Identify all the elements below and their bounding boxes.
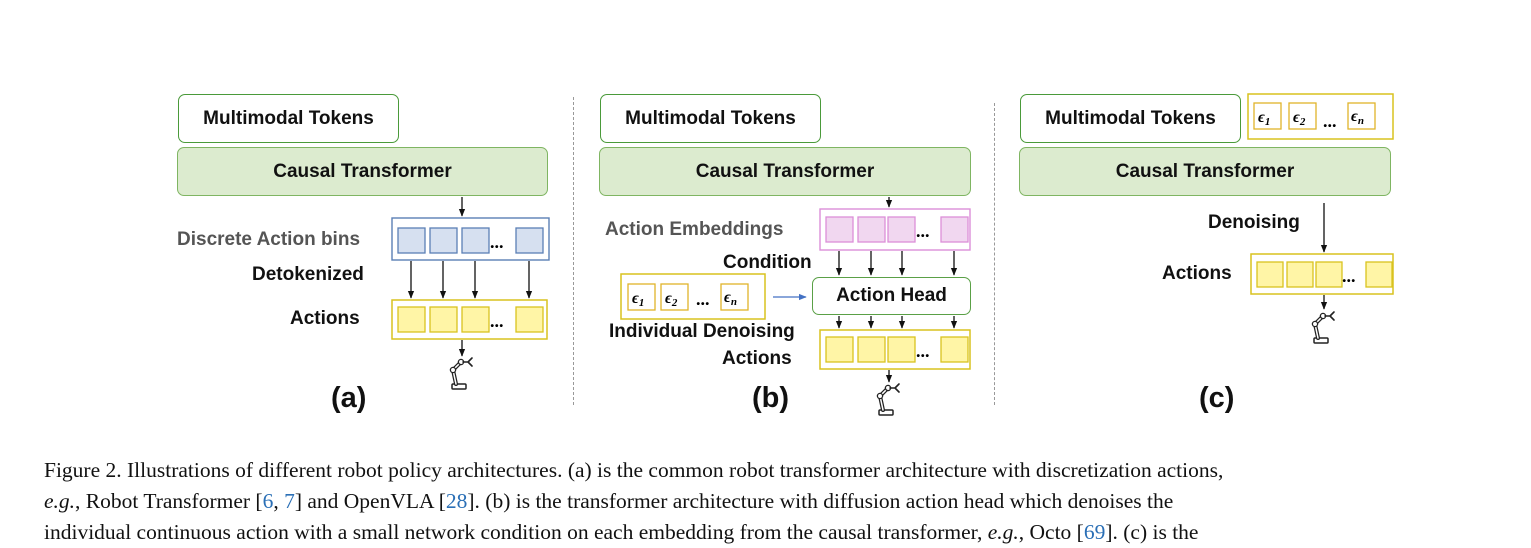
c-noise-ellipsis: ... (1323, 111, 1337, 131)
c-action-cell (1365, 261, 1393, 288)
a-action-cell (515, 306, 544, 333)
c-causal-transformer: Causal Transformer (1019, 147, 1391, 196)
b-condition-label: Condition (723, 252, 812, 273)
citation-link[interactable]: 28 (445, 489, 468, 513)
b-multimodal-tokens: Multimodal Tokens (600, 94, 821, 143)
caption-text: ]. (c) is the (1105, 520, 1199, 544)
c-action-cell (1286, 261, 1314, 288)
b-denoise-arrows (835, 316, 958, 329)
caption-text: ]. (b) is the transformer architecture w… (467, 489, 1174, 513)
b-actions-group: ... (819, 329, 971, 370)
b-action-embeddings-label: Action Embeddings (605, 219, 784, 240)
a-actions-label: Actions (290, 308, 360, 329)
b-action-cell (825, 336, 854, 363)
citation-link[interactable]: 6 (262, 489, 274, 513)
a-detokenize-arrows (407, 261, 533, 299)
a-action-cell (429, 306, 458, 333)
a-action-cell (461, 306, 490, 333)
b-noise-cell (660, 283, 689, 311)
a-causal-transformer: Causal Transformer (177, 147, 548, 196)
b-action-cell (940, 336, 969, 363)
b-embed-ellipsis: ... (916, 221, 930, 241)
a-bin-cell (515, 227, 544, 254)
caption-text: , Robot Transformer [ (75, 489, 263, 513)
a-bin-cell (461, 227, 490, 254)
c-actions-group: ... (1250, 253, 1394, 295)
c-panel-tag: (c) (1199, 382, 1235, 414)
b-panel-tag: (b) (752, 382, 790, 414)
c-action-cell (1315, 261, 1343, 288)
b-embed-cell (887, 216, 916, 243)
a-bin-cell (429, 227, 458, 254)
a-actions-ellipsis: ... (490, 311, 504, 331)
b-noise-group: ϵ1 ϵ2 ... ϵn (620, 273, 766, 320)
c-actions-ellipsis: ... (1342, 266, 1356, 286)
b-causal-transformer: Causal Transformer (599, 147, 971, 196)
b-actions-label: Actions (722, 348, 792, 369)
a-multimodal-tokens: Multimodal Tokens (178, 94, 399, 143)
caption-eg-2: e.g. (987, 520, 1019, 544)
b-condition-arrows (835, 251, 958, 276)
c-noise-group: ϵ1 ϵ2 ... ϵn (1247, 93, 1394, 140)
b-individual-denoising-label: Individual Denoising (609, 321, 795, 342)
a-action-cell (397, 306, 426, 333)
b-noise-cell (720, 283, 749, 311)
b-actions-ellipsis: ... (916, 341, 930, 361)
citation-link[interactable]: 69 (1083, 520, 1106, 544)
b-embed-cell (825, 216, 854, 243)
caption-eg-1: e.g. (44, 489, 76, 513)
divider-bc (994, 103, 995, 405)
caption-text: ] and OpenVLA [ (294, 489, 446, 513)
b-noise-ellipsis: ... (696, 289, 710, 309)
c-action-cell (1256, 261, 1284, 288)
caption-text: , (273, 489, 285, 513)
b-action-head: Action Head (812, 277, 971, 315)
c-denoising-label: Denoising (1208, 212, 1300, 233)
a-discrete-bins-group: ... (391, 217, 550, 261)
a-discrete-bins-label: Discrete Action bins (177, 229, 361, 250)
c-robot-arm-icon (1310, 310, 1336, 345)
caption-line-1: Figure 2. Illustrations of different rob… (44, 458, 1224, 482)
c-actions-label: Actions (1162, 263, 1232, 284)
b-noise-cell (627, 283, 656, 311)
b-action-cell (857, 336, 886, 363)
figure-graphics: ... ... ... ϵ1 ϵ2 ... (391, 93, 1394, 417)
a-bin-cell (397, 227, 426, 254)
divider-ab (573, 97, 574, 405)
b-action-cell (887, 336, 916, 363)
a-bins-ellipsis: ... (490, 232, 504, 252)
caption-text: individual continuous action with a smal… (44, 520, 983, 544)
c-noise-cell (1253, 102, 1282, 130)
c-multimodal-tokens: Multimodal Tokens (1020, 94, 1241, 143)
citation-link[interactable]: 7 (284, 489, 295, 513)
c-noise-cell (1288, 102, 1317, 130)
caption-text: , Octo [ (1018, 520, 1084, 544)
a-panel-tag: (a) (331, 382, 367, 414)
b-robot-arm-icon (875, 382, 901, 417)
a-robot-arm-icon (448, 356, 474, 391)
b-embed-cell (857, 216, 886, 243)
b-embed-cell (940, 216, 969, 243)
b-action-embeddings-group: ... (819, 208, 971, 251)
figure-caption: Figure 2. Illustrations of different rob… (44, 455, 1524, 548)
a-detokenized-label: Detokenized (252, 264, 364, 285)
a-actions-group: ... (391, 299, 548, 340)
c-noise-cell (1347, 102, 1376, 130)
